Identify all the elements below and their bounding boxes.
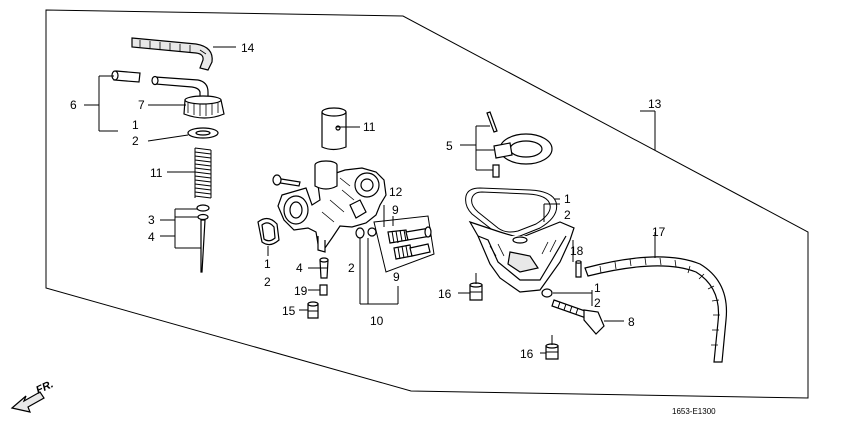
label-9-lower: 9 [393,270,400,284]
spring-part-11-left [194,147,212,199]
label-11-left: 11 [150,166,163,180]
label-2-lower-right: 2 [594,296,601,310]
needle-part-4-left [197,213,209,273]
label-4-left: 4 [148,230,155,244]
gasket-part-1-right [465,187,558,238]
label-2-right: 2 [564,208,571,222]
washer-part-2-left [187,127,219,139]
cap-part-7 [151,75,225,119]
clip-part-3 [196,204,210,212]
label-17: 17 [652,225,666,239]
label-12: 12 [389,185,403,199]
pipe-part-6 [111,70,141,83]
screws-part-9 [373,215,435,273]
screw-part-16-lower [545,335,559,360]
jet-part-19 [319,284,328,296]
slide-part-11-center [321,107,347,151]
label-2-center: 2 [348,261,355,275]
label-9-upper: 9 [392,203,399,217]
screw-part-16-upper [469,273,483,301]
label-16-upper: 16 [438,287,452,301]
label-10: 10 [370,314,384,328]
label-11-center: 11 [363,120,376,134]
hose-part-14 [131,37,213,71]
drain-screw-part-8 [551,299,605,335]
front-label: FR. [34,378,55,396]
label-8: 8 [628,315,635,329]
leaders-left [84,46,236,249]
leaders-center [267,126,399,311]
leaders-right [458,110,656,354]
oring-part-2-right [541,288,553,298]
label-13: 13 [648,97,662,111]
carburetor-body [277,160,387,253]
label-1-left: 1 [132,118,139,132]
label-7: 7 [138,98,145,112]
label-1-center: 1 [264,257,271,271]
clamp-part-5 [486,111,553,178]
label-3: 3 [148,213,155,227]
label-16-lower: 16 [520,347,534,361]
pin-part-18 [575,260,582,278]
label-2-left: 2 [132,134,139,148]
label-18: 18 [570,244,584,258]
diagram-code: 1653-E1300 [672,407,716,416]
ring-part-12 [367,227,377,237]
screw-part-15 [307,301,319,319]
gasket-part-1-center [257,217,280,246]
jet-part-4-center [319,257,329,279]
part-labels: 14 6 7 1 2 11 3 4 11 12 9 1 2 4 2 19 9 1… [70,41,666,361]
label-14: 14 [241,41,255,55]
label-1-lower-right: 1 [594,281,601,295]
label-2-center-left: 2 [264,275,271,289]
label-15: 15 [282,304,296,318]
label-6: 6 [70,98,77,112]
assembly-frame [45,9,809,399]
front-direction-arrow: FR. [10,378,55,413]
label-4-center: 4 [296,261,303,275]
label-19: 19 [294,284,308,298]
oring-part-2-center [355,227,365,239]
label-1-right: 1 [564,192,571,206]
float-bowl [468,220,575,293]
hose-part-17 [584,256,728,363]
screw-top-left [272,174,301,187]
label-5: 5 [446,139,453,153]
